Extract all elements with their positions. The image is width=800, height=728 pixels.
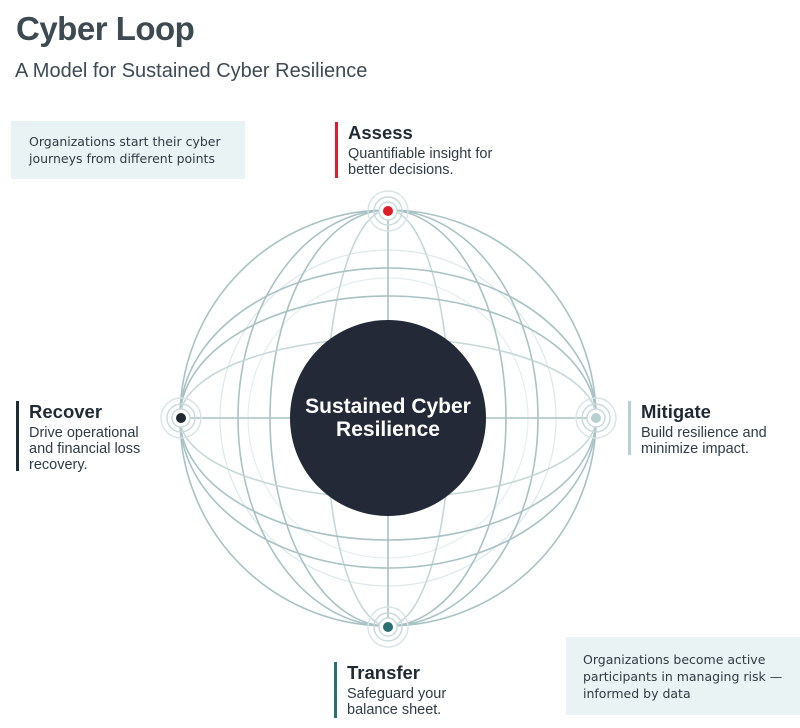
note-start: Organizations start their cyber journeys… xyxy=(11,121,245,179)
phase-mitigate: Mitigate Build resilience and minimize i… xyxy=(628,401,791,457)
node-mitigate xyxy=(575,397,617,439)
phase-recover-name: Recover xyxy=(29,401,103,422)
node-recover xyxy=(160,397,202,439)
phase-recover: Recover Drive operational and financial … xyxy=(16,401,157,473)
phase-mitigate-description: Build resilience and minimize impact. xyxy=(641,425,767,457)
phase-assess-name: Assess xyxy=(348,122,413,143)
phase-mitigate-name: Mitigate xyxy=(641,401,711,422)
node-transfer xyxy=(367,606,409,648)
phase-transfer: Transfer Safeguard your balance sheet. xyxy=(334,662,467,718)
phase-transfer-description: Safeguard your balance sheet. xyxy=(347,686,447,718)
phase-assess-description: Quantifiable insight for better decision… xyxy=(348,146,493,178)
page-subtitle: A Model for Sustained Cyber Resilience xyxy=(15,60,368,82)
page-title: Cyber Loop xyxy=(16,10,195,47)
node-dot-recover xyxy=(176,413,186,423)
core-circle xyxy=(290,320,486,516)
phase-recover-description: Drive operational and financial loss rec… xyxy=(29,425,141,473)
phase-assess: Assess Quantifiable insight for better d… xyxy=(335,122,498,178)
node-dot-transfer xyxy=(383,622,393,632)
note-active: Organizations become active participants… xyxy=(566,637,800,715)
phase-transfer-name: Transfer xyxy=(347,662,421,683)
node-dot-assess xyxy=(383,206,393,216)
node-assess xyxy=(367,190,409,232)
core-label: Sustained Cyber Resilience xyxy=(305,395,471,441)
node-dot-mitigate xyxy=(591,413,601,423)
